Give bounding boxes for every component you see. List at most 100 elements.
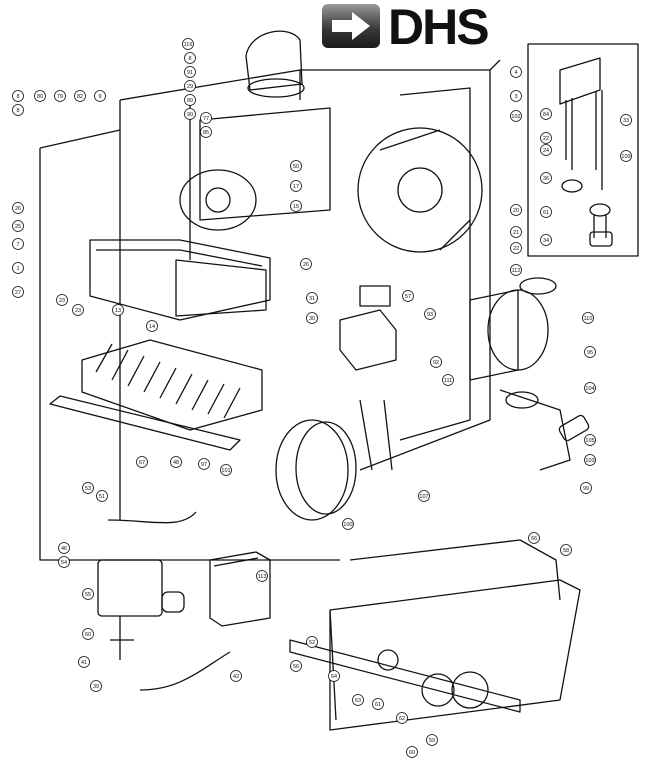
callout-104: 104: [584, 382, 596, 394]
callout-9: 9: [94, 90, 106, 102]
callout-91: 91: [184, 66, 196, 78]
callout-circle: [540, 144, 552, 156]
callout-113: 113: [256, 570, 268, 582]
callout-22: 22: [510, 242, 522, 254]
callout-label: 51: [99, 494, 105, 500]
callout-17: 17: [290, 180, 302, 192]
callout-circle: [72, 304, 84, 316]
callout-label: 107: [419, 494, 428, 500]
callout-67: 67: [136, 456, 148, 468]
callout-61: 61: [540, 206, 552, 218]
callout-circle: [426, 734, 438, 746]
callout-circle: [402, 290, 414, 302]
callout-circle: [582, 312, 594, 324]
callout-circle: [510, 242, 522, 254]
callout-7: 7: [12, 238, 24, 250]
callout-label: 89: [187, 98, 193, 104]
callout-label: 63: [355, 698, 361, 704]
callout-label: 25: [15, 224, 21, 230]
callout-label: 57: [405, 294, 411, 300]
callout-circle: [12, 262, 24, 274]
callout-26: 26: [300, 258, 312, 270]
callout-circle: [540, 108, 552, 120]
callout-circle: [58, 556, 70, 568]
logo-text: DHS: [388, 0, 490, 55]
callout-85: 85: [200, 126, 212, 138]
callout-48: 48: [170, 456, 182, 468]
callout-label: 1: [16, 266, 19, 272]
callout-circle: [442, 374, 454, 386]
callout-circle: [510, 66, 522, 78]
callout-label: 20: [513, 208, 519, 214]
callout-circle: [510, 264, 522, 276]
callout-25: 25: [12, 220, 24, 232]
callout-23: 23: [72, 304, 84, 316]
diverter-valve: [339, 285, 397, 471]
callout-label: 7: [16, 242, 19, 248]
callout-53: 53: [82, 482, 94, 494]
arrow-right-icon: [322, 4, 380, 48]
callout-circle: [198, 458, 210, 470]
callout-label: 95: [587, 350, 593, 356]
callout-circle: [34, 90, 46, 102]
callout-1: 1: [12, 262, 24, 274]
callout-13: 13: [112, 304, 124, 316]
callout-circle: [540, 206, 552, 218]
callout-label: 23: [59, 298, 65, 304]
callout-label: 42: [233, 674, 239, 680]
callout-label: 80: [37, 94, 43, 100]
callout-label: 24: [543, 148, 549, 154]
callout-circle: [112, 304, 124, 316]
callout-31: 31: [306, 292, 318, 304]
callout-103: 103: [584, 454, 596, 466]
callout-circle: [306, 636, 318, 648]
callout-label: 17: [293, 184, 299, 190]
callout-label: 79: [57, 94, 63, 100]
callout-label: 61: [543, 210, 549, 216]
callout-label: 4: [514, 70, 517, 76]
callout-circle: [78, 656, 90, 668]
callout-label: 39: [93, 684, 99, 690]
callout-circle: [424, 308, 436, 320]
callout-26: 26: [12, 202, 24, 214]
callout-circle: [510, 204, 522, 216]
callout-41: 41: [78, 656, 90, 668]
callout-circle: [56, 294, 68, 306]
callout-label: 8: [188, 56, 191, 62]
callout-label: 13: [115, 308, 121, 314]
callout-label: 84: [543, 112, 549, 118]
callout-label: 60: [85, 632, 91, 638]
callout-label: 105: [585, 438, 594, 444]
callout-circle: [540, 132, 552, 144]
callout-circle: [372, 698, 384, 710]
callout-label: 34: [543, 238, 549, 244]
callout-label: 9: [98, 94, 101, 100]
callout-circle: [290, 660, 302, 672]
callout-8: 8: [12, 104, 24, 116]
callout-circle: [342, 518, 354, 530]
callout-80: 80: [34, 90, 46, 102]
callout-22: 22: [540, 132, 552, 144]
callout-circle: [182, 38, 194, 50]
callout-label: 50: [293, 164, 299, 170]
callout-circle: [170, 456, 182, 468]
callout-circle: [584, 454, 596, 466]
callout-label: 59: [429, 738, 435, 744]
callout-label: 21: [513, 230, 519, 236]
callout-27: 27: [12, 286, 24, 298]
backplate: [39, 129, 340, 561]
callout-label: 29: [187, 84, 193, 90]
callout-label: 112: [512, 268, 521, 274]
callout-label: 111: [444, 378, 452, 384]
callout-circle: [290, 160, 302, 172]
callout-label: 27: [15, 290, 21, 296]
callout-92: 92: [430, 356, 442, 368]
callout-circle: [306, 292, 318, 304]
callout-circle: [58, 542, 70, 554]
callout-50: 50: [290, 160, 302, 172]
callout-57: 57: [402, 290, 414, 302]
callout-label: 100: [343, 522, 352, 528]
callout-56: 56: [290, 660, 302, 672]
callout-label: 99: [583, 486, 589, 492]
callout-circle: [510, 110, 522, 122]
